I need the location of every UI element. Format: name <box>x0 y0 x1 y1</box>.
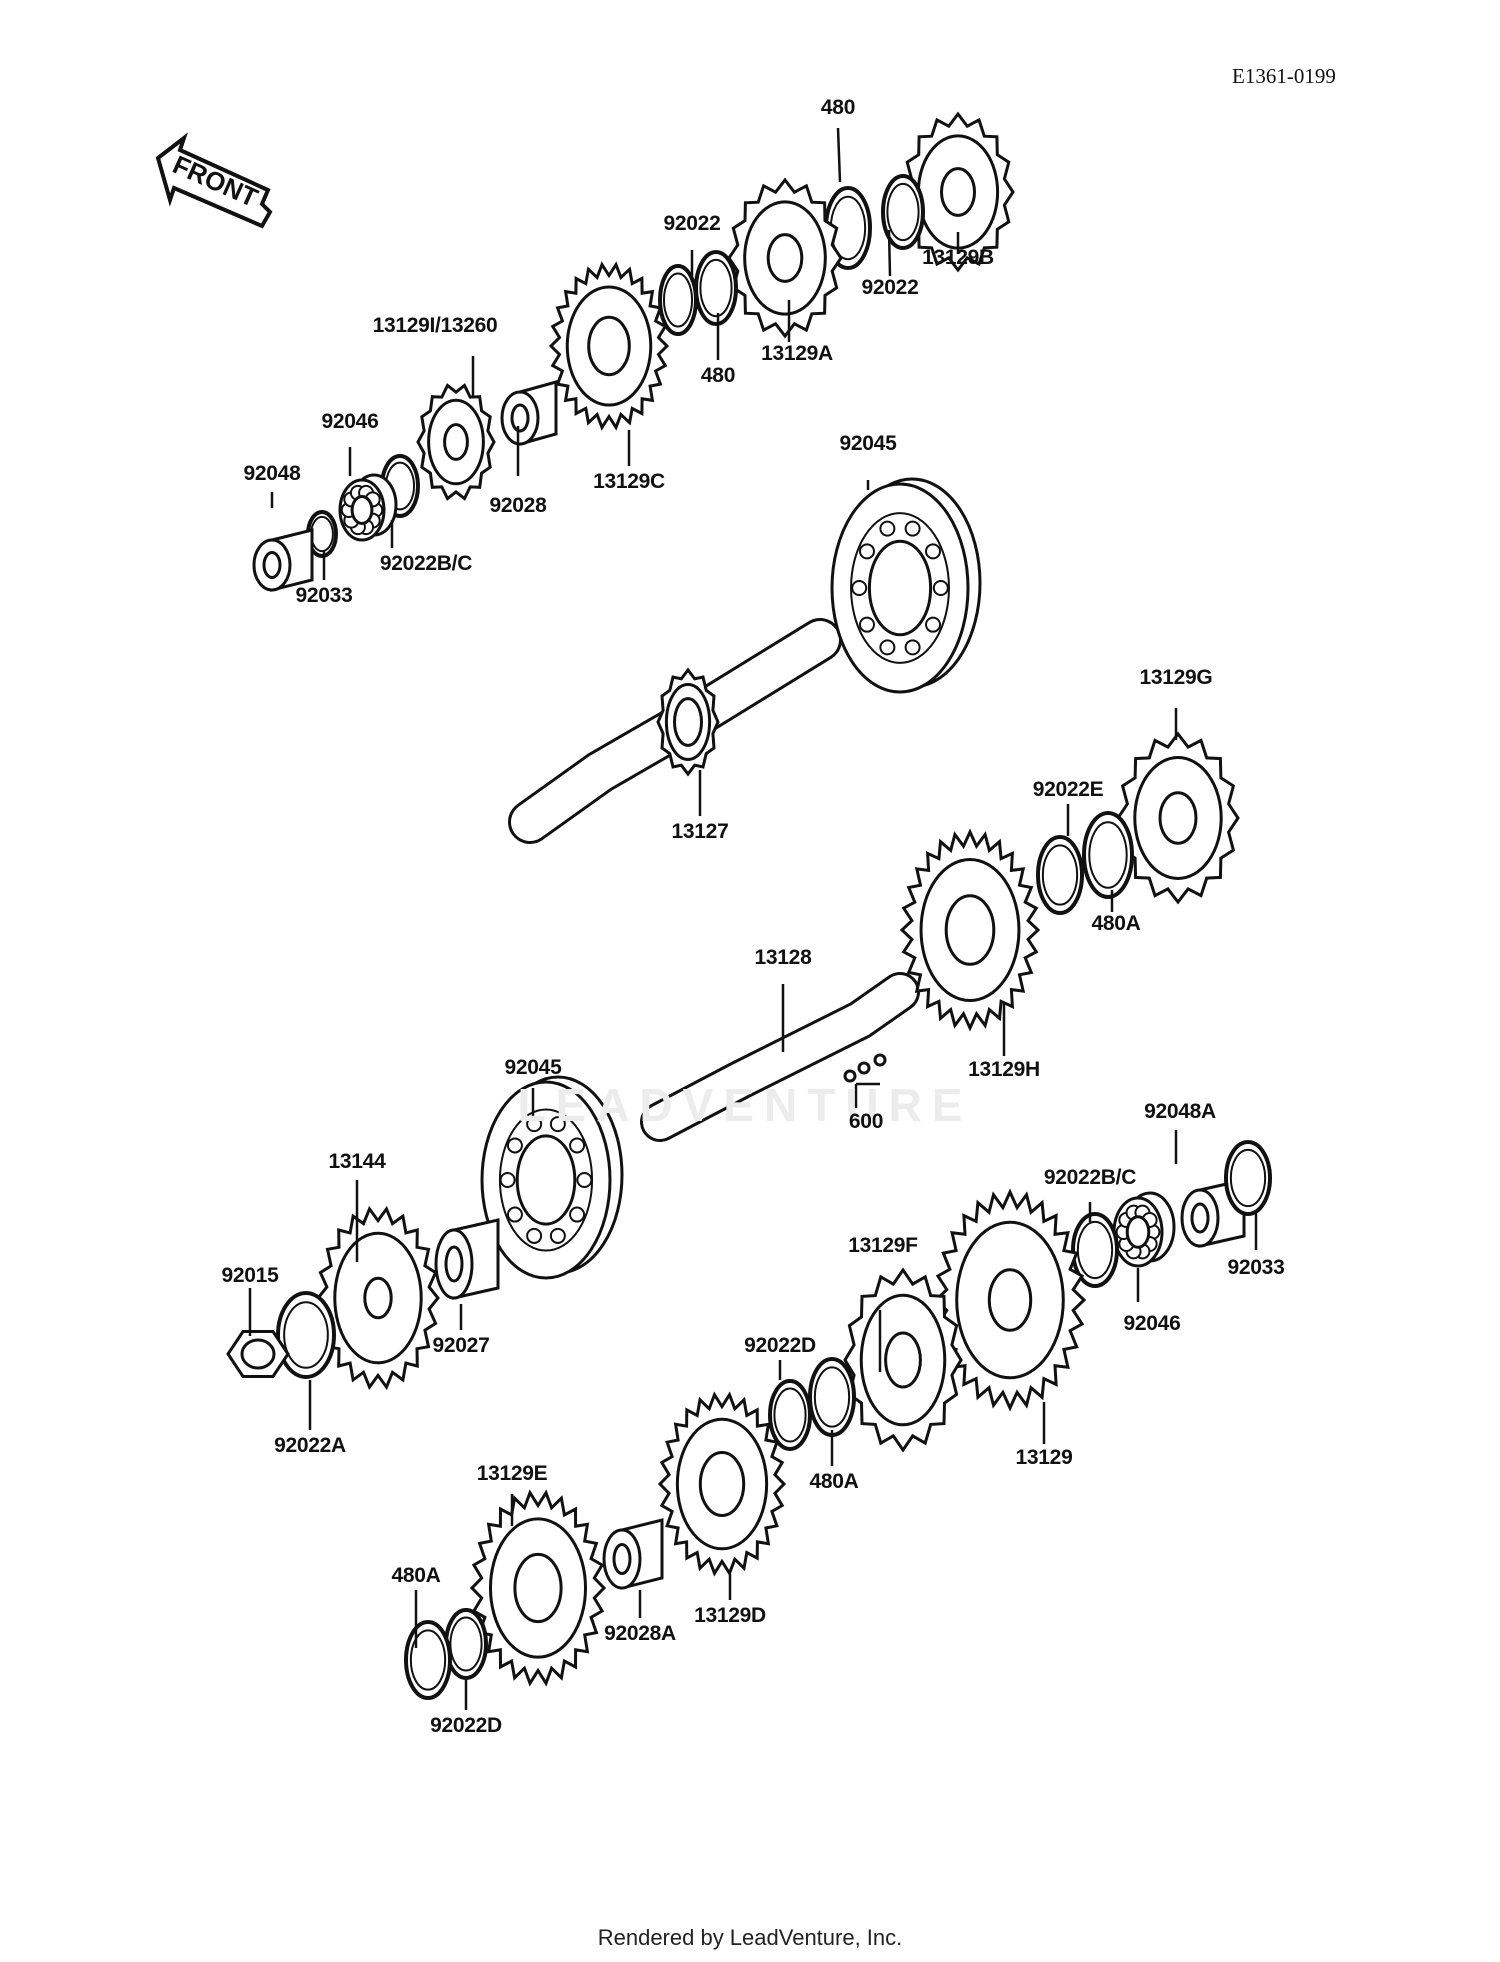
shaft-13127 <box>508 618 842 844</box>
ring-92022d-mid <box>768 1379 812 1451</box>
part-label-92022d_bot: 92022D <box>430 1714 502 1737</box>
collar-92027 <box>434 1218 500 1300</box>
circlip-480a-left <box>404 1620 452 1700</box>
gear-13129f <box>843 1267 963 1453</box>
bearing-92028 <box>500 380 558 446</box>
part-label-92022d_mid: 92022D <box>744 1334 816 1357</box>
part-label-92046_top: 92046 <box>321 410 379 433</box>
ring-92022-top <box>881 174 925 250</box>
gear-13129i-13260 <box>416 383 496 501</box>
shaft-13128 <box>640 972 920 1142</box>
gear-13129h <box>899 828 1041 1032</box>
part-label-13129b: 13129B <box>922 246 994 269</box>
part-label-600: 600 <box>848 1110 884 1133</box>
collar-92048 <box>252 528 314 592</box>
circlip-92033-bot <box>1224 1140 1272 1216</box>
part-label-92015: 92015 <box>221 1264 279 1287</box>
bearing-92045-bot <box>480 1075 624 1280</box>
part-label-92022bc_bot: 92022B/C <box>1043 1166 1137 1189</box>
gear-13127-integral <box>656 667 720 777</box>
bearing-92045-top <box>830 477 982 694</box>
part-label-92033_bot: 92033 <box>1227 1256 1285 1279</box>
part-label-92048a: 92048A <box>1144 1100 1216 1123</box>
part-label-92022_top1: 92022 <box>663 212 721 235</box>
part-label-92022_top2: 92022 <box>861 276 919 299</box>
bearing-92028a <box>602 1518 664 1590</box>
gear-13129 <box>933 1188 1087 1412</box>
ring-92022d-bot <box>444 1608 488 1680</box>
part-label-13129f: 13129F <box>848 1234 918 1257</box>
watermark: LEADVENTURE <box>517 1079 973 1131</box>
part-label-13127: 13127 <box>671 820 729 843</box>
part-label-92045_bot: 92045 <box>504 1056 562 1079</box>
ring-92022-mid <box>658 264 698 336</box>
part-label-13129g: 13129G <box>1139 666 1213 689</box>
part-label-13129h: 13129H <box>968 1058 1040 1081</box>
nut-92015 <box>226 1330 290 1378</box>
part-label-480a_right: 480A <box>1091 912 1141 935</box>
gear-13129g <box>1116 731 1240 905</box>
part-label-92022a: 92022A <box>274 1434 346 1457</box>
part-label-13129i_13260: 13129I/13260 <box>372 314 498 337</box>
part-label-13129c: 13129C <box>593 470 665 493</box>
needle-bearing-92046-bot <box>1112 1191 1176 1268</box>
part-label-13129a: 13129A <box>761 342 833 365</box>
part-label-13128: 13128 <box>754 946 812 969</box>
part-label-92028a: 92028A <box>604 1622 676 1645</box>
footer-credit: Rendered by LeadVenture, Inc. <box>597 1925 903 1950</box>
part-label-92022e: 92022E <box>1032 778 1104 801</box>
gear-13129c <box>548 261 670 431</box>
part-label-92022bc_top: 92022B/C <box>379 552 473 575</box>
sprocket-13144 <box>316 1205 440 1391</box>
part-label-92046_bot: 92046 <box>1123 1312 1181 1335</box>
ring-92022e <box>1036 835 1084 915</box>
part-label-13129: 13129 <box>1015 1446 1073 1469</box>
part-label-92045_top: 92045 <box>839 432 897 455</box>
gear-13129d <box>657 1391 787 1577</box>
part-label-480_mid: 480 <box>700 364 736 387</box>
part-label-13129e: 13129E <box>476 1462 548 1485</box>
ring-92022bc-bot <box>1071 1212 1119 1288</box>
circlip-480-mid <box>694 250 738 326</box>
gear-13129a <box>727 177 843 339</box>
circlip-480a-right <box>1082 811 1134 899</box>
gear-13129e <box>469 1489 607 1687</box>
part-label-92033_top: 92033 <box>295 584 353 607</box>
needle-bearing-92046-top <box>338 473 398 542</box>
part-label-480a_mid: 480A <box>809 1470 859 1493</box>
part-label-92028: 92028 <box>489 494 547 517</box>
part-label-480_top: 480 <box>820 96 856 119</box>
diagram-code: E1361-0199 <box>1232 64 1336 88</box>
part-label-13144: 13144 <box>328 1150 386 1173</box>
part-label-92048: 92048 <box>243 462 301 485</box>
circlip-480a-mid <box>808 1357 856 1437</box>
part-label-92027: 92027 <box>432 1334 490 1357</box>
part-label-480a_left: 480A <box>391 1564 441 1587</box>
circlip-480-top <box>824 186 872 270</box>
part-label-13129d: 13129D <box>694 1604 766 1627</box>
front-arrow-icon: FRONT <box>155 132 273 229</box>
washer-92022a <box>276 1291 336 1379</box>
